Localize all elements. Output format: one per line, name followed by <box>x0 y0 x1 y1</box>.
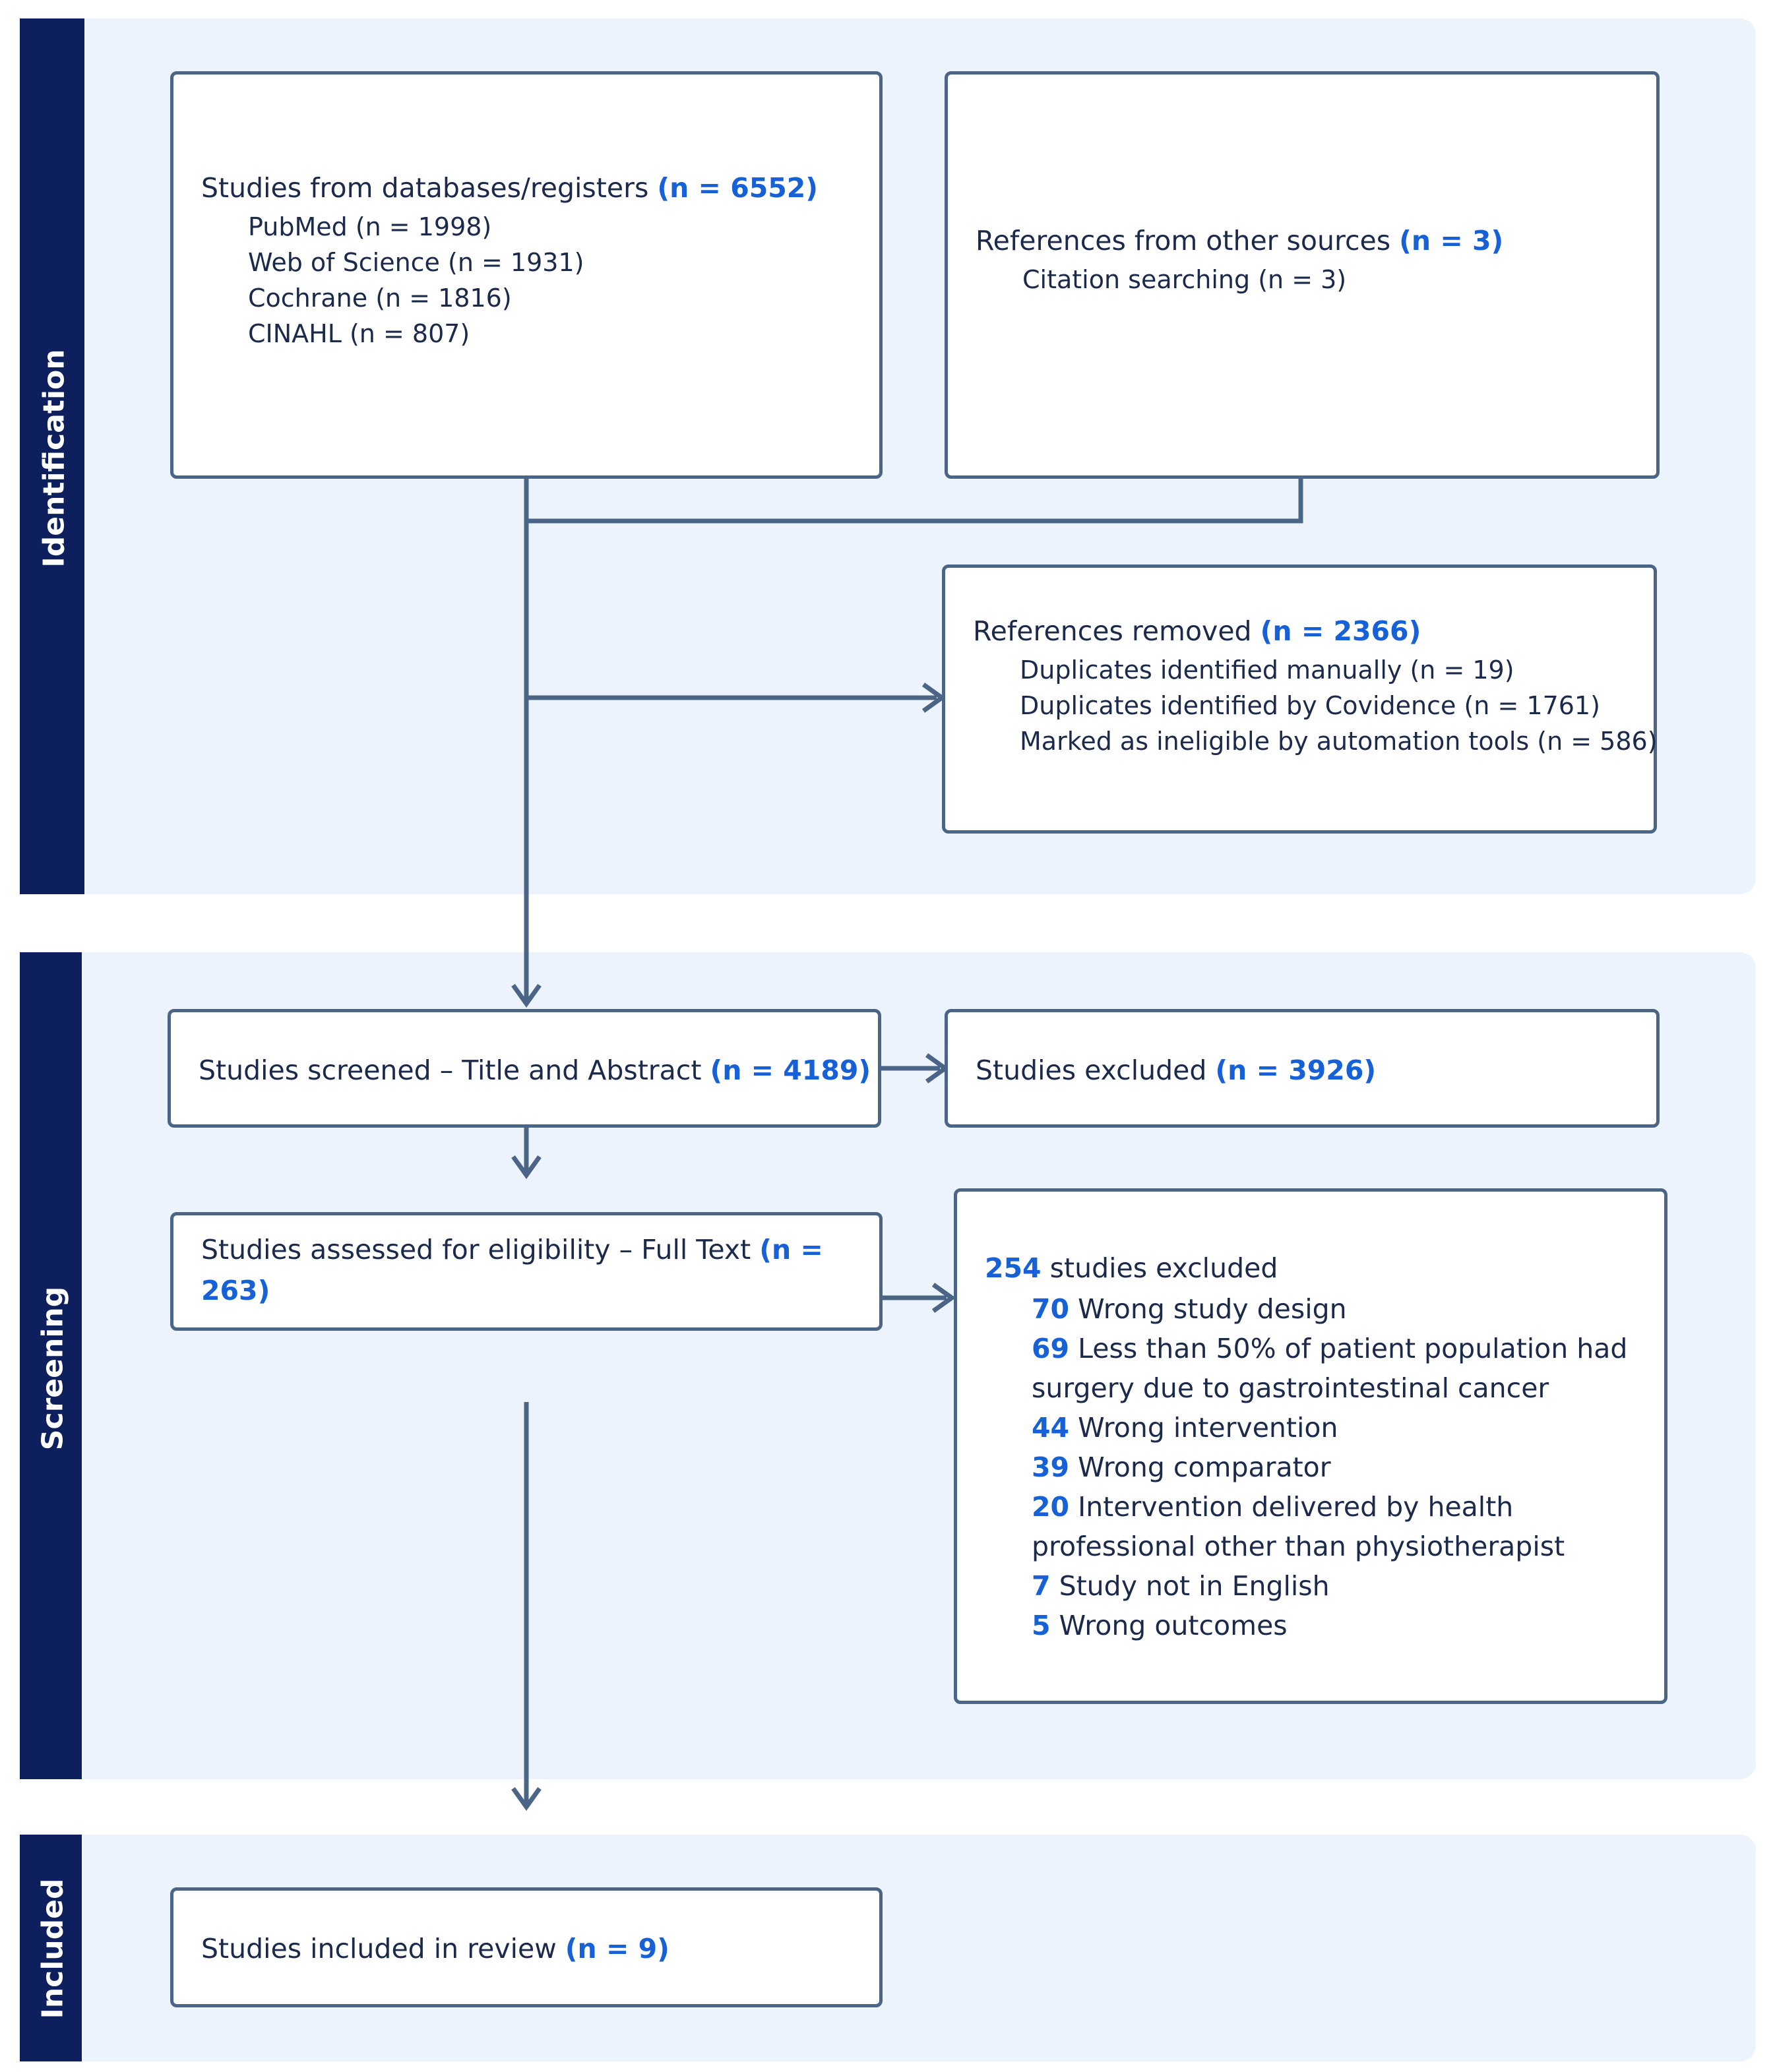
fulltext-excluded-count: 254 <box>985 1252 1042 1284</box>
reason-text-continued: professional other than physiotherapist <box>1032 1531 1565 1562</box>
fulltext-excluded-title: studies excluded <box>1049 1252 1278 1284</box>
removed-title: References removed <box>973 615 1252 647</box>
arrowhead-fulltext-excluded <box>931 1283 956 1313</box>
reason-row: 69 Less than 50% of patient population h… <box>1032 1329 1627 1368</box>
reason-row: 20 Intervention delivered by health <box>1032 1487 1513 1527</box>
databases-count: (n = 6552) <box>657 172 819 204</box>
screened-title: Studies screened – Title and Abstract <box>199 1054 702 1086</box>
eligibility-title: Studies assessed for eligibility – Full … <box>201 1234 751 1265</box>
reason-text: Intervention delivered by health <box>1078 1491 1514 1523</box>
databases-box: Studies from databases/registers (n = 65… <box>170 71 883 479</box>
removed-item-manual: Duplicates identified manually (n = 19) <box>1020 655 1514 685</box>
removed-item-automation: Marked as ineligible by automation tools… <box>1020 727 1658 756</box>
reason-count: 69 <box>1032 1333 1070 1364</box>
reason-row: 70 Wrong study design <box>1032 1289 1347 1329</box>
reason-count: 39 <box>1032 1451 1070 1483</box>
reason-text: Wrong intervention <box>1078 1412 1338 1444</box>
included-title: Studies included in review <box>201 1933 557 1965</box>
eligibility-count-part1: (n = <box>759 1234 823 1265</box>
arrowhead-included <box>511 1786 542 1812</box>
removed-item-covidence: Duplicates identified by Covidence (n = … <box>1020 691 1600 720</box>
reason-text: Wrong outcomes <box>1059 1610 1288 1641</box>
databases-title: Studies from databases/registers <box>201 172 649 204</box>
other-sources-box: References from other sources (n = 3) Ci… <box>945 71 1660 479</box>
arrowhead-main <box>511 983 542 1008</box>
reason-count: 70 <box>1032 1293 1070 1325</box>
reason-row: 5 Wrong outcomes <box>1032 1606 1288 1645</box>
arrowhead-eligibility <box>511 1155 542 1180</box>
eligibility-count-part2: 263) <box>201 1275 270 1306</box>
removed-count: (n = 2366) <box>1260 615 1421 647</box>
screen-excluded-box: Studies excluded (n = 3926) <box>945 1009 1660 1128</box>
screen-excluded-count: (n = 3926) <box>1215 1054 1377 1086</box>
reason-text: Less than 50% of patient population had <box>1078 1333 1628 1364</box>
reason-text-continued: surgery due to gastrointestinal cancer <box>1032 1372 1549 1404</box>
reason-text: Wrong study design <box>1078 1293 1347 1325</box>
screened-box: Studies screened – Title and Abstract (n… <box>168 1009 881 1128</box>
reason-count: 20 <box>1032 1491 1070 1523</box>
included-box: Studies included in review (n = 9) <box>170 1887 883 2007</box>
other-source-item-citation: Citation searching (n = 3) <box>1022 265 1347 294</box>
fulltext-excluded-box: 254 studies excluded 70 Wrong study desi… <box>954 1188 1667 1704</box>
references-removed-box: References removed (n = 2366) Duplicates… <box>942 564 1658 834</box>
database-item-cochrane: Cochrane (n = 1816) <box>248 284 512 313</box>
other-sources-count: (n = 3) <box>1399 225 1504 257</box>
screen-excluded-title: Studies excluded <box>976 1054 1207 1086</box>
database-item-cinahl: CINAHL (n = 807) <box>248 319 470 348</box>
reason-count: 44 <box>1032 1412 1070 1444</box>
reason-row: 39 Wrong comparator <box>1032 1447 1331 1487</box>
reason-row: 7 Study not in English <box>1032 1566 1330 1606</box>
reason-row: 44 Wrong intervention <box>1032 1408 1338 1447</box>
database-item-wos: Web of Science (n = 1931) <box>248 248 584 277</box>
reason-text: Study not in English <box>1059 1570 1330 1602</box>
reason-count: 7 <box>1032 1570 1051 1602</box>
screened-count: (n = 4189) <box>710 1054 871 1086</box>
identification-sidebar <box>20 18 84 894</box>
eligibility-box: Studies assessed for eligibility – Full … <box>170 1212 883 1331</box>
other-sources-title: References from other sources <box>976 225 1391 257</box>
reason-count: 5 <box>1032 1610 1051 1641</box>
included-count: (n = 9) <box>565 1933 670 1965</box>
database-item-pubmed: PubMed (n = 1998) <box>248 212 492 241</box>
included-sidebar <box>20 1835 82 2061</box>
merge-line <box>526 476 1303 524</box>
reason-text: Wrong comparator <box>1078 1451 1331 1483</box>
screening-sidebar <box>20 952 82 1779</box>
